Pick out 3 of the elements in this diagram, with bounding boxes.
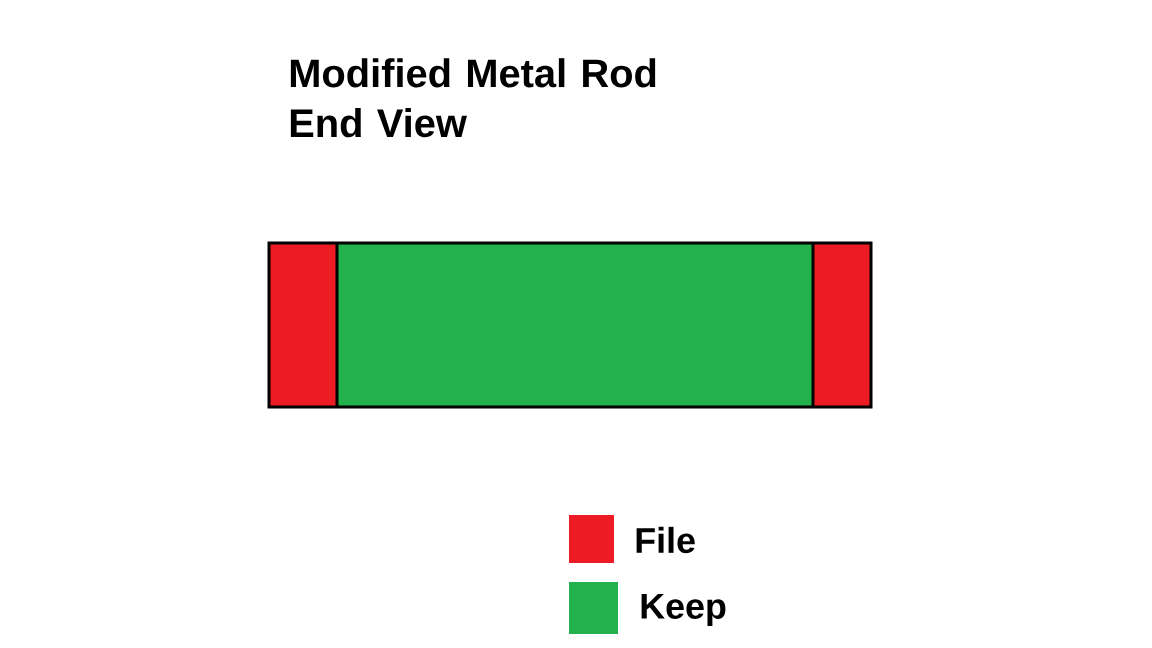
legend-label: Keep [641,593,726,627]
title: Modified Metal Rod End View [290,58,656,138]
legend-label: File [636,526,695,554]
